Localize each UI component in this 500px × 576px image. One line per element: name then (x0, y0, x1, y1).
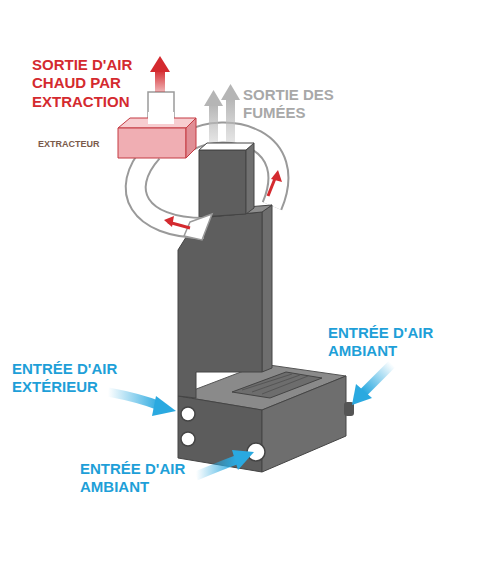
duct (136, 152, 204, 228)
hot-air-label: SORTIE D'AIR CHAUD PAR EXTRACTION (32, 56, 150, 111)
outlet-pipe (148, 92, 174, 128)
column-side (262, 205, 272, 372)
duct (136, 152, 204, 228)
inlet-hole (181, 407, 195, 421)
flow-arrow (164, 216, 174, 227)
column-front (178, 212, 262, 398)
air-inlet-label: ENTRÉE D'AIR EXTÉRIEUR (12, 360, 124, 397)
air-inlet-label: ENTRÉE D'AIR AMBIANT (80, 460, 192, 497)
air-arrow (232, 450, 254, 470)
smoke-arrow (226, 98, 235, 142)
flue-side (246, 143, 254, 214)
extractor-side (186, 118, 196, 158)
smoke-arrow (204, 90, 223, 106)
base-front (178, 396, 262, 472)
hot-air-arrow (150, 56, 170, 72)
hot-air-arrow (155, 70, 165, 92)
smoke-arrow (209, 104, 218, 142)
air-arrow (152, 396, 176, 416)
flue-top (199, 143, 254, 150)
flue (199, 150, 246, 217)
smoke-arrow (221, 84, 240, 100)
part-label: EXTRACTEUR (38, 139, 118, 150)
inlet-hole (181, 432, 195, 446)
base-side (262, 376, 346, 472)
air-inlet-label: ENTRÉE D'AIR AMBIANT (328, 324, 458, 361)
flow-arrow (271, 170, 282, 182)
air-arrow (108, 392, 160, 406)
air-arrow (196, 460, 236, 476)
grate-bars (242, 374, 308, 394)
extractor (118, 128, 186, 158)
smoke-label: SORTIE DES FUMÉES (243, 86, 355, 123)
air-arrow (352, 384, 372, 405)
air-arrow (364, 364, 392, 392)
